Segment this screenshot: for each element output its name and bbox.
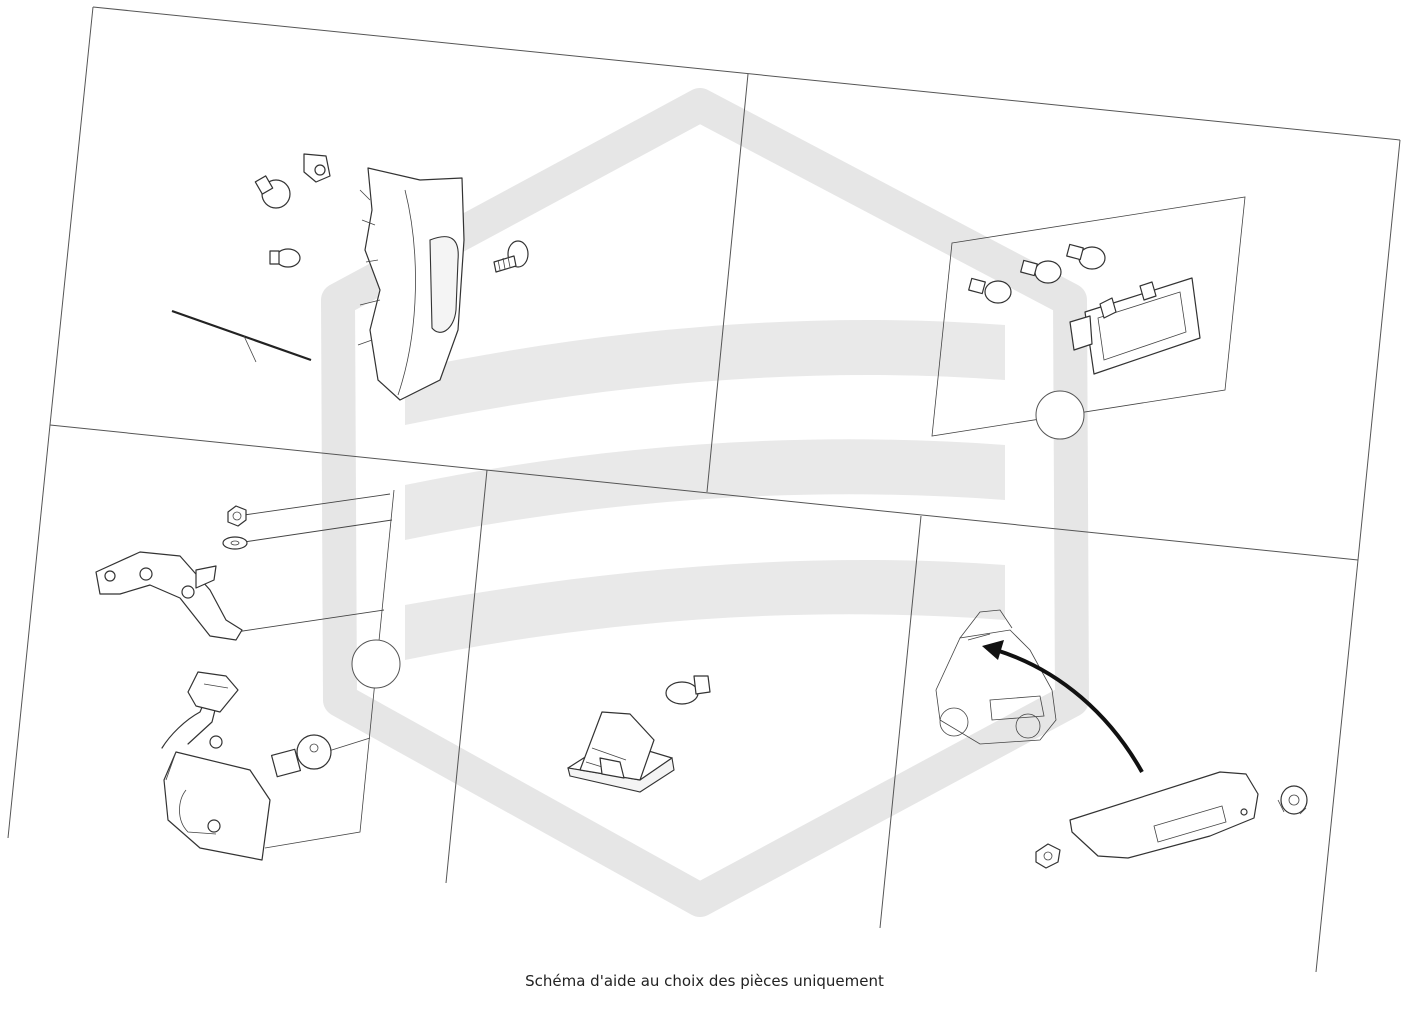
indicator-arrow-icon — [995, 648, 1144, 773]
wedge-bulb-icon[interactable] — [665, 675, 711, 705]
panel-license-plate-lamp[interactable] — [567, 675, 711, 793]
license-lamp-icon[interactable] — [567, 711, 675, 793]
grommet-icon[interactable] — [1035, 843, 1061, 869]
bulb-small-icon[interactable] — [269, 248, 301, 268]
bulb-socket-icon[interactable] — [303, 153, 331, 183]
panel-high-mount-stop-lamp[interactable] — [935, 609, 1308, 869]
push-clip-icon[interactable] — [1277, 785, 1308, 815]
bulb-large-icon[interactable] — [254, 175, 291, 209]
watermark-logo — [321, 88, 1089, 917]
clip-screw-icon[interactable] — [493, 240, 529, 273]
vehicle-outline-icon — [935, 609, 1057, 745]
diagram-caption: Schéma d'aide au choix des pièces unique… — [525, 972, 884, 990]
bulb-b-icon[interactable] — [1020, 259, 1062, 284]
panel-rear-lamp-bulbs-cluster[interactable] — [931, 196, 1246, 440]
nut-icon[interactable] — [227, 505, 247, 527]
washer-icon[interactable] — [222, 536, 248, 550]
bulb-c-icon[interactable] — [1066, 243, 1106, 270]
arrow-head-icon — [982, 640, 1004, 660]
lamp-socket-plate-icon[interactable] — [1069, 277, 1201, 375]
fog-bulb-icon[interactable] — [270, 734, 332, 778]
bracket-icon[interactable] — [95, 551, 243, 641]
panel-fog-lamp-bracket[interactable] — [95, 489, 401, 861]
connector-icon[interactable] — [187, 671, 239, 713]
stop-lamp-icon[interactable] — [1069, 771, 1259, 859]
trim-strip-icon[interactable] — [171, 309, 312, 363]
bulb-a-icon[interactable] — [968, 277, 1012, 304]
panel-grid — [7, 6, 1401, 973]
hotspot-marker[interactable] — [1035, 390, 1085, 440]
rear-lamp-housing — [364, 167, 465, 401]
hotspot-marker[interactable] — [351, 639, 401, 689]
panel-rear-combination-lamp[interactable] — [171, 153, 529, 401]
fog-lamp-body-icon[interactable] — [161, 699, 271, 861]
